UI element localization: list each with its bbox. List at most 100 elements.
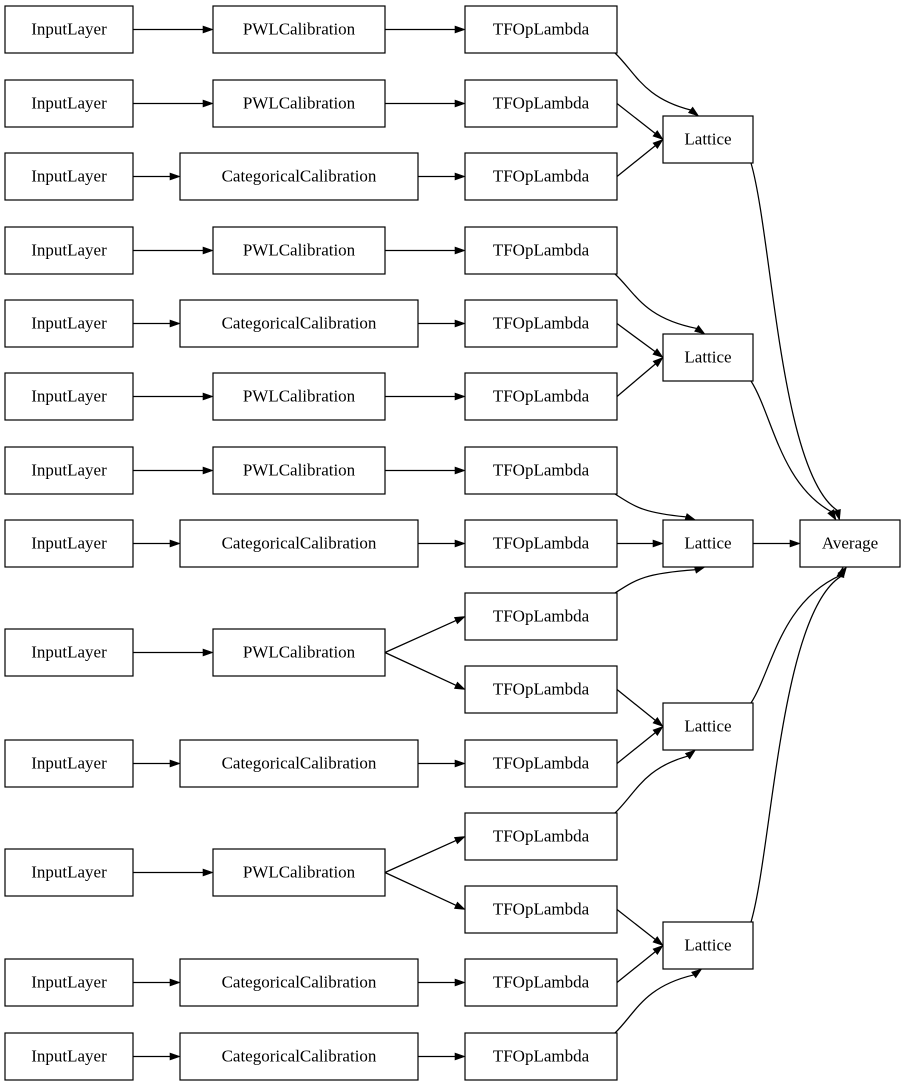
- node-label: TFOpLambda: [493, 899, 590, 918]
- node-tfop-lambda-op10[interactable]: TFOpLambda: [464, 665, 618, 714]
- node-pwlcalibration-cal6[interactable]: PWLCalibration: [212, 372, 386, 421]
- arrow-head: [789, 539, 801, 548]
- node-label: CategoricalCalibration: [222, 1046, 377, 1065]
- node-box[interactable]: [464, 592, 618, 641]
- node-input-layer-in9[interactable]: InputLayer: [4, 628, 134, 677]
- node-lattice-lat2[interactable]: Lattice: [662, 333, 754, 382]
- node-input-layer-in2[interactable]: InputLayer: [4, 79, 134, 128]
- node-box[interactable]: [4, 848, 134, 897]
- node-box[interactable]: [464, 812, 618, 861]
- node-box[interactable]: [212, 5, 386, 54]
- node-box[interactable]: [4, 5, 134, 54]
- node-lattice-lat4[interactable]: Lattice: [662, 702, 754, 751]
- arrow-head: [652, 356, 664, 368]
- node-box[interactable]: [4, 299, 134, 348]
- node-box[interactable]: [179, 1032, 419, 1081]
- node-box[interactable]: [212, 446, 386, 495]
- node-tfop-lambda-op13[interactable]: TFOpLambda: [464, 885, 618, 934]
- node-box[interactable]: [4, 446, 134, 495]
- node-tfop-lambda-op14[interactable]: TFOpLambda: [464, 958, 618, 1007]
- arrow-head: [652, 944, 664, 956]
- node-box[interactable]: [464, 79, 618, 128]
- node-box[interactable]: [179, 299, 419, 348]
- node-box[interactable]: [464, 372, 618, 421]
- node-pwlcalibration-cal2[interactable]: PWLCalibration: [212, 79, 386, 128]
- node-categorical-calibration-cal10[interactable]: CategoricalCalibration: [179, 739, 419, 788]
- node-input-layer-in13[interactable]: InputLayer: [4, 1032, 134, 1081]
- node-box[interactable]: [212, 848, 386, 897]
- node-box[interactable]: [662, 519, 754, 568]
- node-box[interactable]: [464, 152, 618, 201]
- node-pwlcalibration-cal4[interactable]: PWLCalibration: [212, 226, 386, 275]
- node-box[interactable]: [464, 665, 618, 714]
- node-box[interactable]: [212, 79, 386, 128]
- node-tfop-lambda-op9[interactable]: TFOpLambda: [464, 592, 618, 641]
- node-box[interactable]: [464, 519, 618, 568]
- node-tfop-lambda-op8[interactable]: TFOpLambda: [464, 519, 618, 568]
- node-tfop-lambda-op4[interactable]: TFOpLambda: [464, 226, 618, 275]
- node-tfop-lambda-op1[interactable]: TFOpLambda: [464, 5, 618, 54]
- node-tfop-lambda-op11[interactable]: TFOpLambda: [464, 739, 618, 788]
- node-input-layer-in6[interactable]: InputLayer: [4, 372, 134, 421]
- node-box[interactable]: [4, 519, 134, 568]
- node-box[interactable]: [464, 885, 618, 934]
- node-tfop-lambda-op6[interactable]: TFOpLambda: [464, 372, 618, 421]
- node-box[interactable]: [799, 519, 901, 568]
- node-input-layer-in8[interactable]: InputLayer: [4, 519, 134, 568]
- node-box[interactable]: [179, 519, 419, 568]
- node-box[interactable]: [662, 115, 754, 164]
- node-box[interactable]: [4, 79, 134, 128]
- node-box[interactable]: [464, 226, 618, 275]
- node-lattice-lat1[interactable]: Lattice: [662, 115, 754, 164]
- node-box[interactable]: [4, 226, 134, 275]
- arrow-head: [652, 130, 664, 141]
- node-tfop-lambda-op12[interactable]: TFOpLambda: [464, 812, 618, 861]
- node-tfop-lambda-op7[interactable]: TFOpLambda: [464, 446, 618, 495]
- node-input-layer-in10[interactable]: InputLayer: [4, 739, 134, 788]
- node-box[interactable]: [464, 1032, 618, 1081]
- node-tfop-lambda-op2[interactable]: TFOpLambda: [464, 79, 618, 128]
- node-pwlcalibration-cal7[interactable]: PWLCalibration: [212, 446, 386, 495]
- node-pwlcalibration-cal11[interactable]: PWLCalibration: [212, 848, 386, 897]
- node-box[interactable]: [212, 628, 386, 677]
- node-input-layer-in12[interactable]: InputLayer: [4, 958, 134, 1007]
- node-input-layer-in5[interactable]: InputLayer: [4, 299, 134, 348]
- node-box[interactable]: [464, 446, 618, 495]
- node-box[interactable]: [4, 152, 134, 201]
- node-box[interactable]: [4, 372, 134, 421]
- node-box[interactable]: [179, 958, 419, 1007]
- node-box[interactable]: [464, 299, 618, 348]
- node-box[interactable]: [179, 739, 419, 788]
- node-box[interactable]: [662, 702, 754, 751]
- node-lattice-lat5[interactable]: Lattice: [662, 921, 754, 970]
- node-tfop-lambda-op5[interactable]: TFOpLambda: [464, 299, 618, 348]
- node-box[interactable]: [4, 739, 134, 788]
- node-box[interactable]: [4, 1032, 134, 1081]
- node-categorical-calibration-cal8[interactable]: CategoricalCalibration: [179, 519, 419, 568]
- node-box[interactable]: [179, 152, 419, 201]
- node-box[interactable]: [212, 372, 386, 421]
- node-tfop-lambda-op15[interactable]: TFOpLambda: [464, 1032, 618, 1081]
- node-pwlcalibration-cal1[interactable]: PWLCalibration: [212, 5, 386, 54]
- node-box[interactable]: [464, 5, 618, 54]
- node-categorical-calibration-cal3[interactable]: CategoricalCalibration: [179, 152, 419, 201]
- node-pwlcalibration-cal9[interactable]: PWLCalibration: [212, 628, 386, 677]
- node-input-layer-in11[interactable]: InputLayer: [4, 848, 134, 897]
- node-input-layer-in1[interactable]: InputLayer: [4, 5, 134, 54]
- node-box[interactable]: [212, 226, 386, 275]
- node-input-layer-in4[interactable]: InputLayer: [4, 226, 134, 275]
- node-box[interactable]: [662, 921, 754, 970]
- node-categorical-calibration-cal13[interactable]: CategoricalCalibration: [179, 1032, 419, 1081]
- node-input-layer-in3[interactable]: InputLayer: [4, 152, 134, 201]
- node-tfop-lambda-op3[interactable]: TFOpLambda: [464, 152, 618, 201]
- node-box[interactable]: [4, 958, 134, 1007]
- node-categorical-calibration-cal12[interactable]: CategoricalCalibration: [179, 958, 419, 1007]
- node-box[interactable]: [4, 628, 134, 677]
- node-average-avg[interactable]: Average: [799, 519, 901, 568]
- node-input-layer-in7[interactable]: InputLayer: [4, 446, 134, 495]
- node-box[interactable]: [464, 739, 618, 788]
- node-categorical-calibration-cal5[interactable]: CategoricalCalibration: [179, 299, 419, 348]
- node-lattice-lat3[interactable]: Lattice: [662, 519, 754, 568]
- node-box[interactable]: [662, 333, 754, 382]
- node-box[interactable]: [464, 958, 618, 1007]
